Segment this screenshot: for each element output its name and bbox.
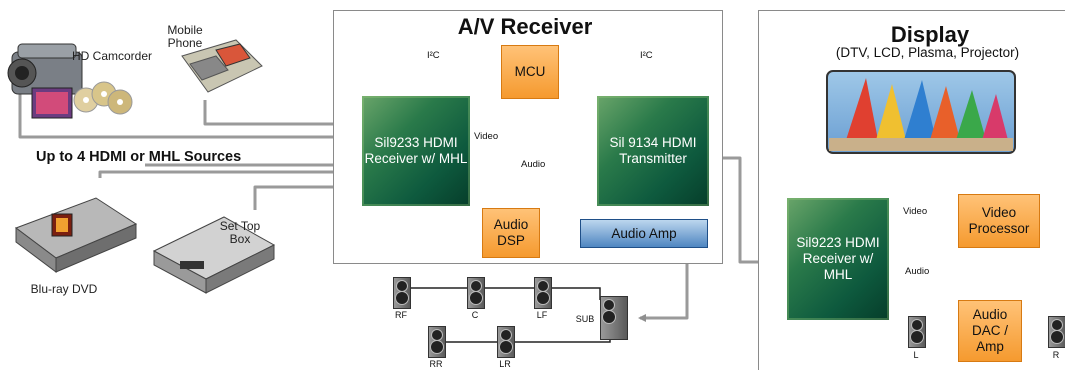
- display-video-label: Video: [903, 206, 928, 217]
- settop-label: Set Top Box: [219, 219, 261, 246]
- speaker-lr-label: LR: [499, 359, 511, 369]
- audio-dsp-block: Audio DSP: [482, 208, 540, 258]
- audio-amp-block: Audio Amp: [580, 219, 708, 248]
- i2c-label-left: I²C: [427, 50, 440, 61]
- speaker-c-label: C: [471, 310, 479, 320]
- speaker-c-icon: [467, 277, 485, 309]
- camcorder-label: HD Camcorder: [72, 49, 153, 63]
- speaker-lr-icon: [497, 326, 515, 358]
- speaker-l-icon: [908, 316, 926, 348]
- display-screen-image: [826, 70, 1016, 154]
- speaker-rf-icon: [393, 277, 411, 309]
- display-audio-label: Audio: [905, 266, 930, 277]
- speaker-lf-label: LF: [536, 310, 548, 320]
- display-title: Display: [890, 22, 970, 47]
- speaker-r-icon: [1048, 316, 1065, 348]
- audio-label: Audio: [521, 159, 546, 170]
- camcorder-icon: [7, 43, 133, 119]
- speaker-rr-label: RR: [429, 359, 443, 369]
- bluray-player-icon: [14, 197, 138, 273]
- mcu-block: MCU: [501, 45, 559, 99]
- sil9134-transmitter-chip: Sil 9134 HDMI Transmitter: [597, 96, 709, 206]
- speaker-rf-label: RF: [395, 310, 407, 320]
- i2c-label-right: I²C: [640, 50, 653, 61]
- receiver-title: A/V Receiver: [457, 14, 593, 39]
- speaker-r-label: R: [1052, 350, 1060, 360]
- bluray-label: Blu-ray DVD: [30, 282, 98, 296]
- phone-label: Mobile Phone: [167, 23, 203, 50]
- sil9223-display-receiver-chip: Sil9223 HDMI Receiver w/ MHL: [787, 198, 889, 320]
- speaker-sub-icon: [600, 296, 628, 340]
- display-subtitle: (DTV, LCD, Plasma, Projector): [835, 45, 1020, 60]
- speaker-sub-label: SUB: [575, 314, 595, 324]
- speaker-rr-icon: [428, 326, 446, 358]
- mobile-phone-icon: [181, 39, 263, 93]
- sources-heading: Up to 4 HDMI or MHL Sources: [36, 149, 242, 165]
- speaker-l-label: L: [913, 350, 919, 360]
- sil9233-receiver-chip: Sil9233 HDMI Receiver w/ MHL: [362, 96, 470, 206]
- video-label: Video: [474, 131, 499, 142]
- set-top-box-icon: [152, 216, 276, 294]
- video-processor-block: Video Processor: [958, 194, 1040, 248]
- audio-dac-amp-block: Audio DAC / Amp: [958, 300, 1022, 362]
- speaker-lf-icon: [534, 277, 552, 309]
